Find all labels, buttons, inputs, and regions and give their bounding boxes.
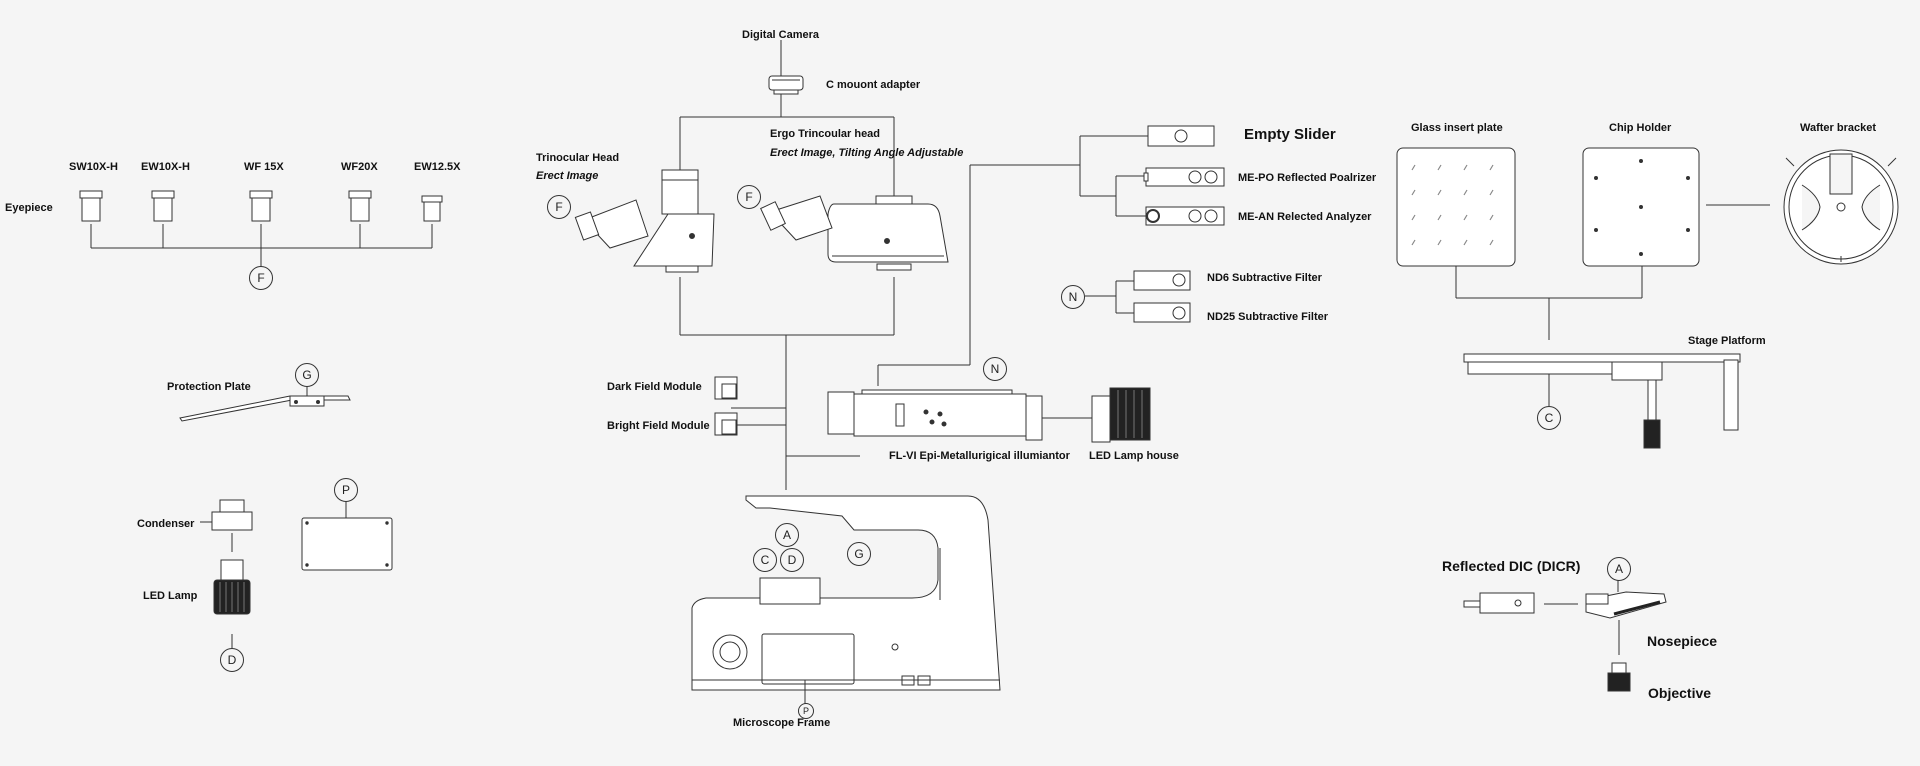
- trinocular-head-label: Trinocular Head: [536, 152, 620, 164]
- led-lamp-house-label: LED Lamp house: [1089, 450, 1179, 462]
- chip-holder-drawing: [1582, 147, 1700, 267]
- badge-n: N: [1061, 285, 1085, 309]
- objective-label: Objective: [1648, 685, 1712, 701]
- condenser-lamp-drawing: [200, 499, 253, 648]
- microscope-frame-drawing: [691, 495, 1001, 704]
- trinocular-head-sublabel: Erect Image: [536, 170, 599, 182]
- protection-plate-drawing: [179, 385, 351, 422]
- bright-field-module-label: Bright Field Module: [607, 420, 710, 432]
- nosepiece-label: Nosepiece: [1647, 633, 1718, 649]
- trinocular-head-drawing: [574, 169, 715, 273]
- glass-insert-plate-label: Glass insert plate: [1411, 122, 1503, 134]
- p-plate-drawing: [301, 500, 393, 571]
- c-mount-adapter-label: C mouont adapter: [826, 79, 921, 91]
- slider-tree: [877, 135, 1148, 386]
- ergo-head-label: Ergo Trincoular head: [770, 128, 881, 140]
- ergo-head-drawing: [760, 195, 949, 271]
- field-module-drawings: [714, 376, 738, 436]
- badge-d: D: [780, 548, 804, 572]
- stage-platform-drawing: [1455, 266, 1741, 449]
- chip-holder-label: Chip Holder: [1609, 122, 1672, 134]
- badge-d: D: [220, 648, 244, 672]
- badge-a: A: [1607, 557, 1631, 581]
- eyepiece-drawings: [79, 190, 443, 222]
- wafer-bracket-drawing: [1706, 149, 1899, 265]
- glass-insert-plate-drawing: [1396, 147, 1516, 267]
- protection-plate-label: Protection Plate: [167, 381, 251, 393]
- eyepiece-label: Eyepiece: [5, 202, 53, 214]
- me-po-label: ME-PO Reflected Poalrizer: [1238, 172, 1377, 184]
- eyepiece-model-label: WF 15X: [244, 161, 284, 173]
- slider-drawings: [1143, 125, 1225, 226]
- stage-platform-label: Stage Platform: [1688, 335, 1766, 347]
- condenser-label: Condenser: [137, 518, 195, 530]
- badge-c: C: [1537, 406, 1561, 430]
- dic-nosepiece-drawing: [1463, 576, 1667, 692]
- reflected-dic-label: Reflected DIC (DICR): [1442, 558, 1581, 574]
- eyepiece-model-label: SW10X-H: [69, 161, 118, 173]
- badge-a: A: [775, 523, 799, 547]
- microscope-frame-label: Microscope Frame: [733, 717, 831, 729]
- badge-p: P: [334, 478, 358, 502]
- nd6-filter-label: ND6 Subtractive Filter: [1207, 272, 1322, 284]
- camera-branch-lines: [679, 40, 895, 490]
- illuminator-drawing: [827, 387, 1151, 443]
- c-mount-adapter-drawing: [768, 75, 804, 95]
- fl-vi-illuminator-label: FL-VI Epi-Metallurigical illumiantor: [889, 450, 1070, 462]
- badge-g: G: [847, 542, 871, 566]
- eyepiece-tree: [90, 224, 433, 267]
- nd-filter-drawings: [1085, 270, 1191, 323]
- badge-f: F: [249, 266, 273, 290]
- badge-f: F: [547, 195, 571, 219]
- eyepiece-model-label: EW10X-H: [141, 161, 190, 173]
- eyepiece-model-label: EW12.5X: [414, 161, 461, 173]
- me-an-label: ME-AN Relected Analyzer: [1238, 211, 1372, 223]
- ergo-head-sublabel: Erect Image, Tilting Angle Adjustable: [770, 147, 964, 159]
- badge-c: C: [753, 548, 777, 572]
- badge-n: N: [983, 357, 1007, 381]
- eyepiece-model-label: WF20X: [341, 161, 378, 173]
- badge-f: F: [737, 185, 761, 209]
- nd25-filter-label: ND25 Subtractive Filter: [1207, 311, 1329, 323]
- dark-field-module-label: Dark Field Module: [607, 381, 702, 393]
- led-lamp-label: LED Lamp: [143, 590, 198, 602]
- wafer-bracket-label: Wafter bracket: [1800, 122, 1877, 134]
- badge-g: G: [295, 363, 319, 387]
- badge-p: P: [798, 703, 814, 719]
- empty-slider-label: Empty Slider: [1244, 126, 1336, 143]
- digital-camera-label: Digital Camera: [742, 29, 820, 41]
